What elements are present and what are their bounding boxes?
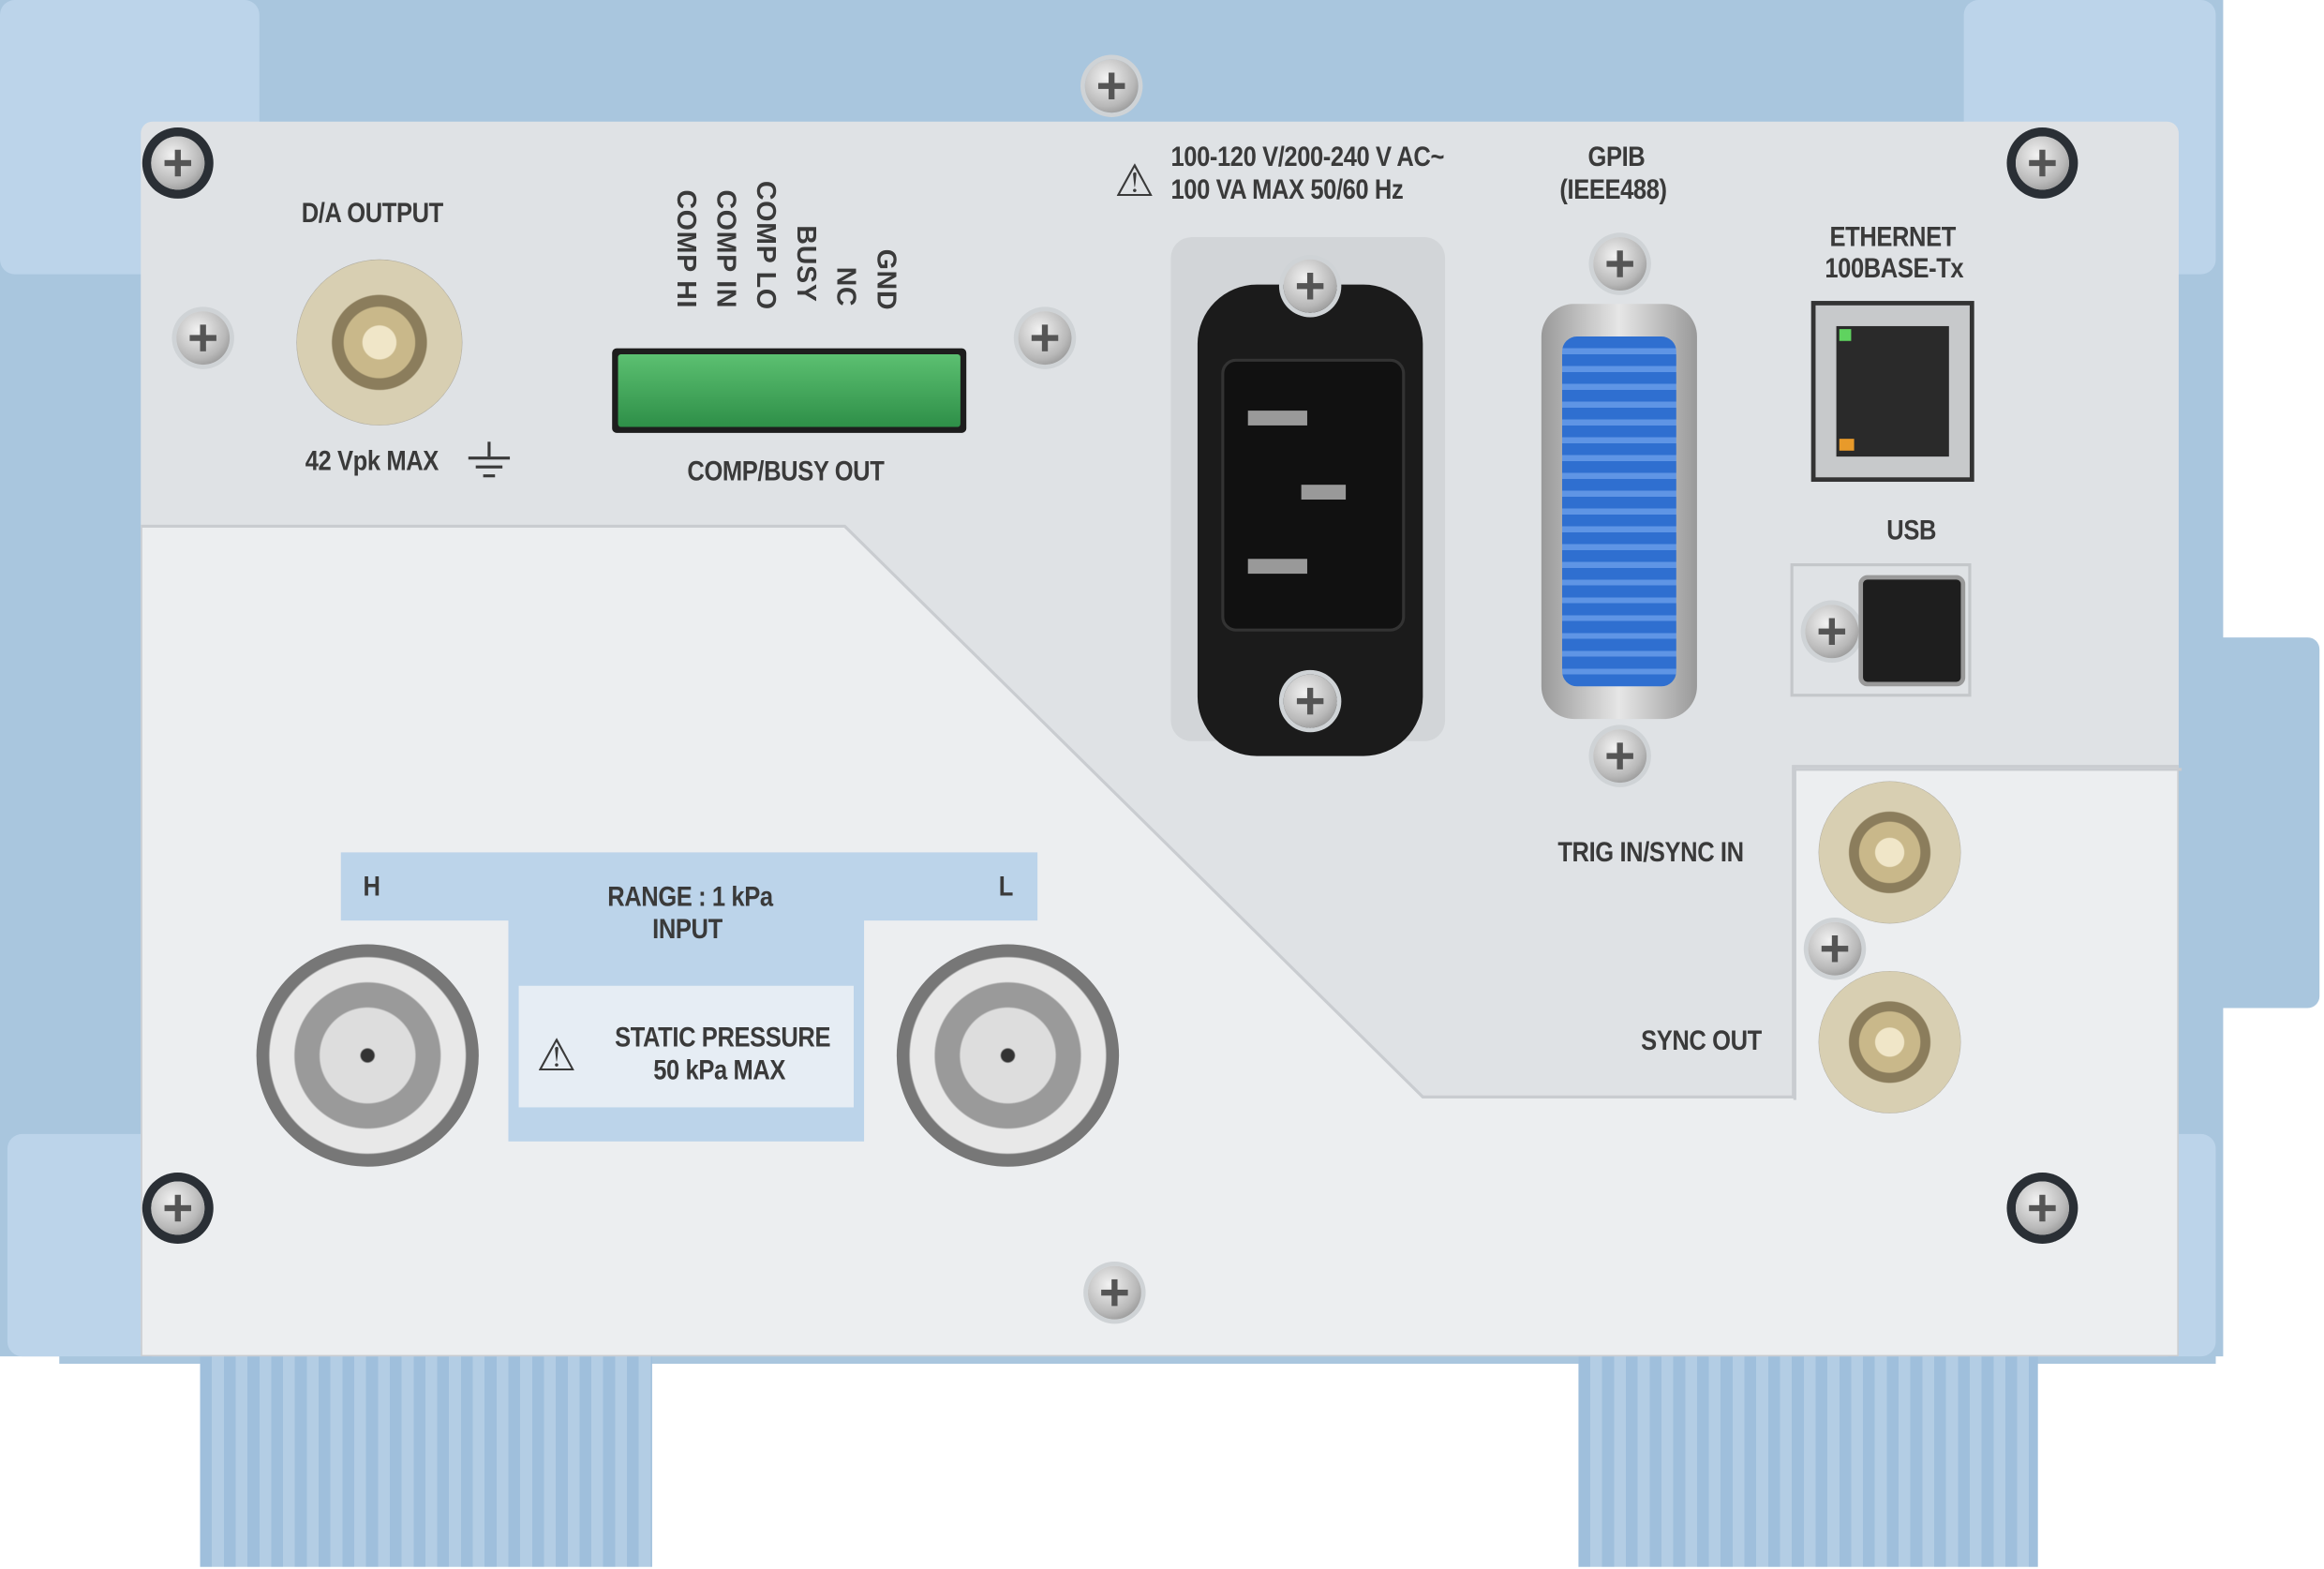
foot-right: [1578, 1356, 2038, 1567]
panel-lower-plate: [141, 524, 2179, 1357]
input-l-label: L: [998, 871, 1014, 904]
gpib-connector[interactable]: [1541, 304, 1697, 720]
comp-busy-out-label: COMP/BUSY OUT: [687, 456, 885, 488]
usb-b-port[interactable]: [1858, 575, 1966, 687]
gpib-standard-label: (IEEE488): [1559, 174, 1667, 206]
screw: [151, 1181, 205, 1235]
power-rating-line1: 100-120 V/200-240 V AC~: [1170, 142, 1445, 174]
input-h-label: H: [363, 871, 380, 904]
pin-label-gnd: GND: [871, 248, 901, 311]
sync-out-bnc-connector[interactable]: [1818, 970, 1961, 1113]
pin-label-nc: NC: [831, 266, 861, 307]
screw: [1283, 674, 1337, 728]
input-h-pressure-port[interactable]: [256, 944, 479, 1167]
screw: [1283, 259, 1337, 313]
static-pressure-max: 50 kPa MAX: [653, 1055, 786, 1087]
foot-left: [200, 1356, 652, 1567]
screw: [1593, 729, 1647, 784]
ethernet-label: ETHERNET: [1829, 222, 1956, 254]
screw: [151, 136, 205, 190]
pin-label-comp-hi: COMP HI: [671, 189, 702, 309]
screw: [2015, 1181, 2069, 1235]
screw: [176, 311, 231, 366]
frame-top: [141, 0, 2216, 142]
ethernet-port[interactable]: [1810, 301, 1974, 483]
da-output-rating: 42 Vpk MAX: [305, 446, 439, 478]
side-handle: [2178, 637, 2320, 1009]
screw: [1593, 237, 1647, 291]
ethernet-spec-label: 100BASE-Tx: [1825, 253, 1964, 285]
da-output-label: D/A OUTPUT: [301, 198, 444, 231]
input-title: INPUT: [652, 914, 723, 947]
screw: [2015, 136, 2069, 190]
pin-label-comp-lo: COMP LO: [751, 180, 782, 310]
input-range-label: RANGE : 1 kPa: [607, 882, 773, 914]
input-l-pressure-port[interactable]: [896, 944, 1120, 1167]
input-label-strip: [340, 852, 1038, 921]
screw: [1018, 311, 1072, 366]
terminal-block[interactable]: [612, 348, 967, 433]
ground-icon: [468, 441, 511, 480]
gpib-label: GPIB: [1587, 142, 1646, 174]
usb-port-frame: [1790, 563, 1972, 697]
screw: [1805, 605, 1859, 659]
pin-label-comp-in: COMP IN: [711, 189, 741, 309]
power-rating-line2: 100 VA MAX 50/60 Hz: [1170, 174, 1404, 206]
pin-label-busy: BUSY: [791, 225, 822, 303]
usb-label: USB: [1886, 516, 1937, 547]
warning-icon: ⚠: [1114, 157, 1155, 206]
trig-in-label: TRIG IN/SYNC IN: [1557, 837, 1744, 869]
trig-in-bnc-connector[interactable]: [1818, 781, 1961, 924]
warning-icon: ⚠: [536, 1031, 577, 1081]
input-warning-inner: [518, 985, 855, 1108]
screw: [1087, 1265, 1141, 1320]
screw: [1808, 921, 1862, 976]
static-pressure-label: STATIC PRESSURE: [615, 1023, 831, 1054]
screw: [1084, 59, 1139, 113]
sync-out-label: SYNC OUT: [1641, 1025, 1762, 1057]
trig-panel-frame: [1793, 768, 2182, 1100]
da-output-bnc-connector[interactable]: [296, 259, 463, 426]
